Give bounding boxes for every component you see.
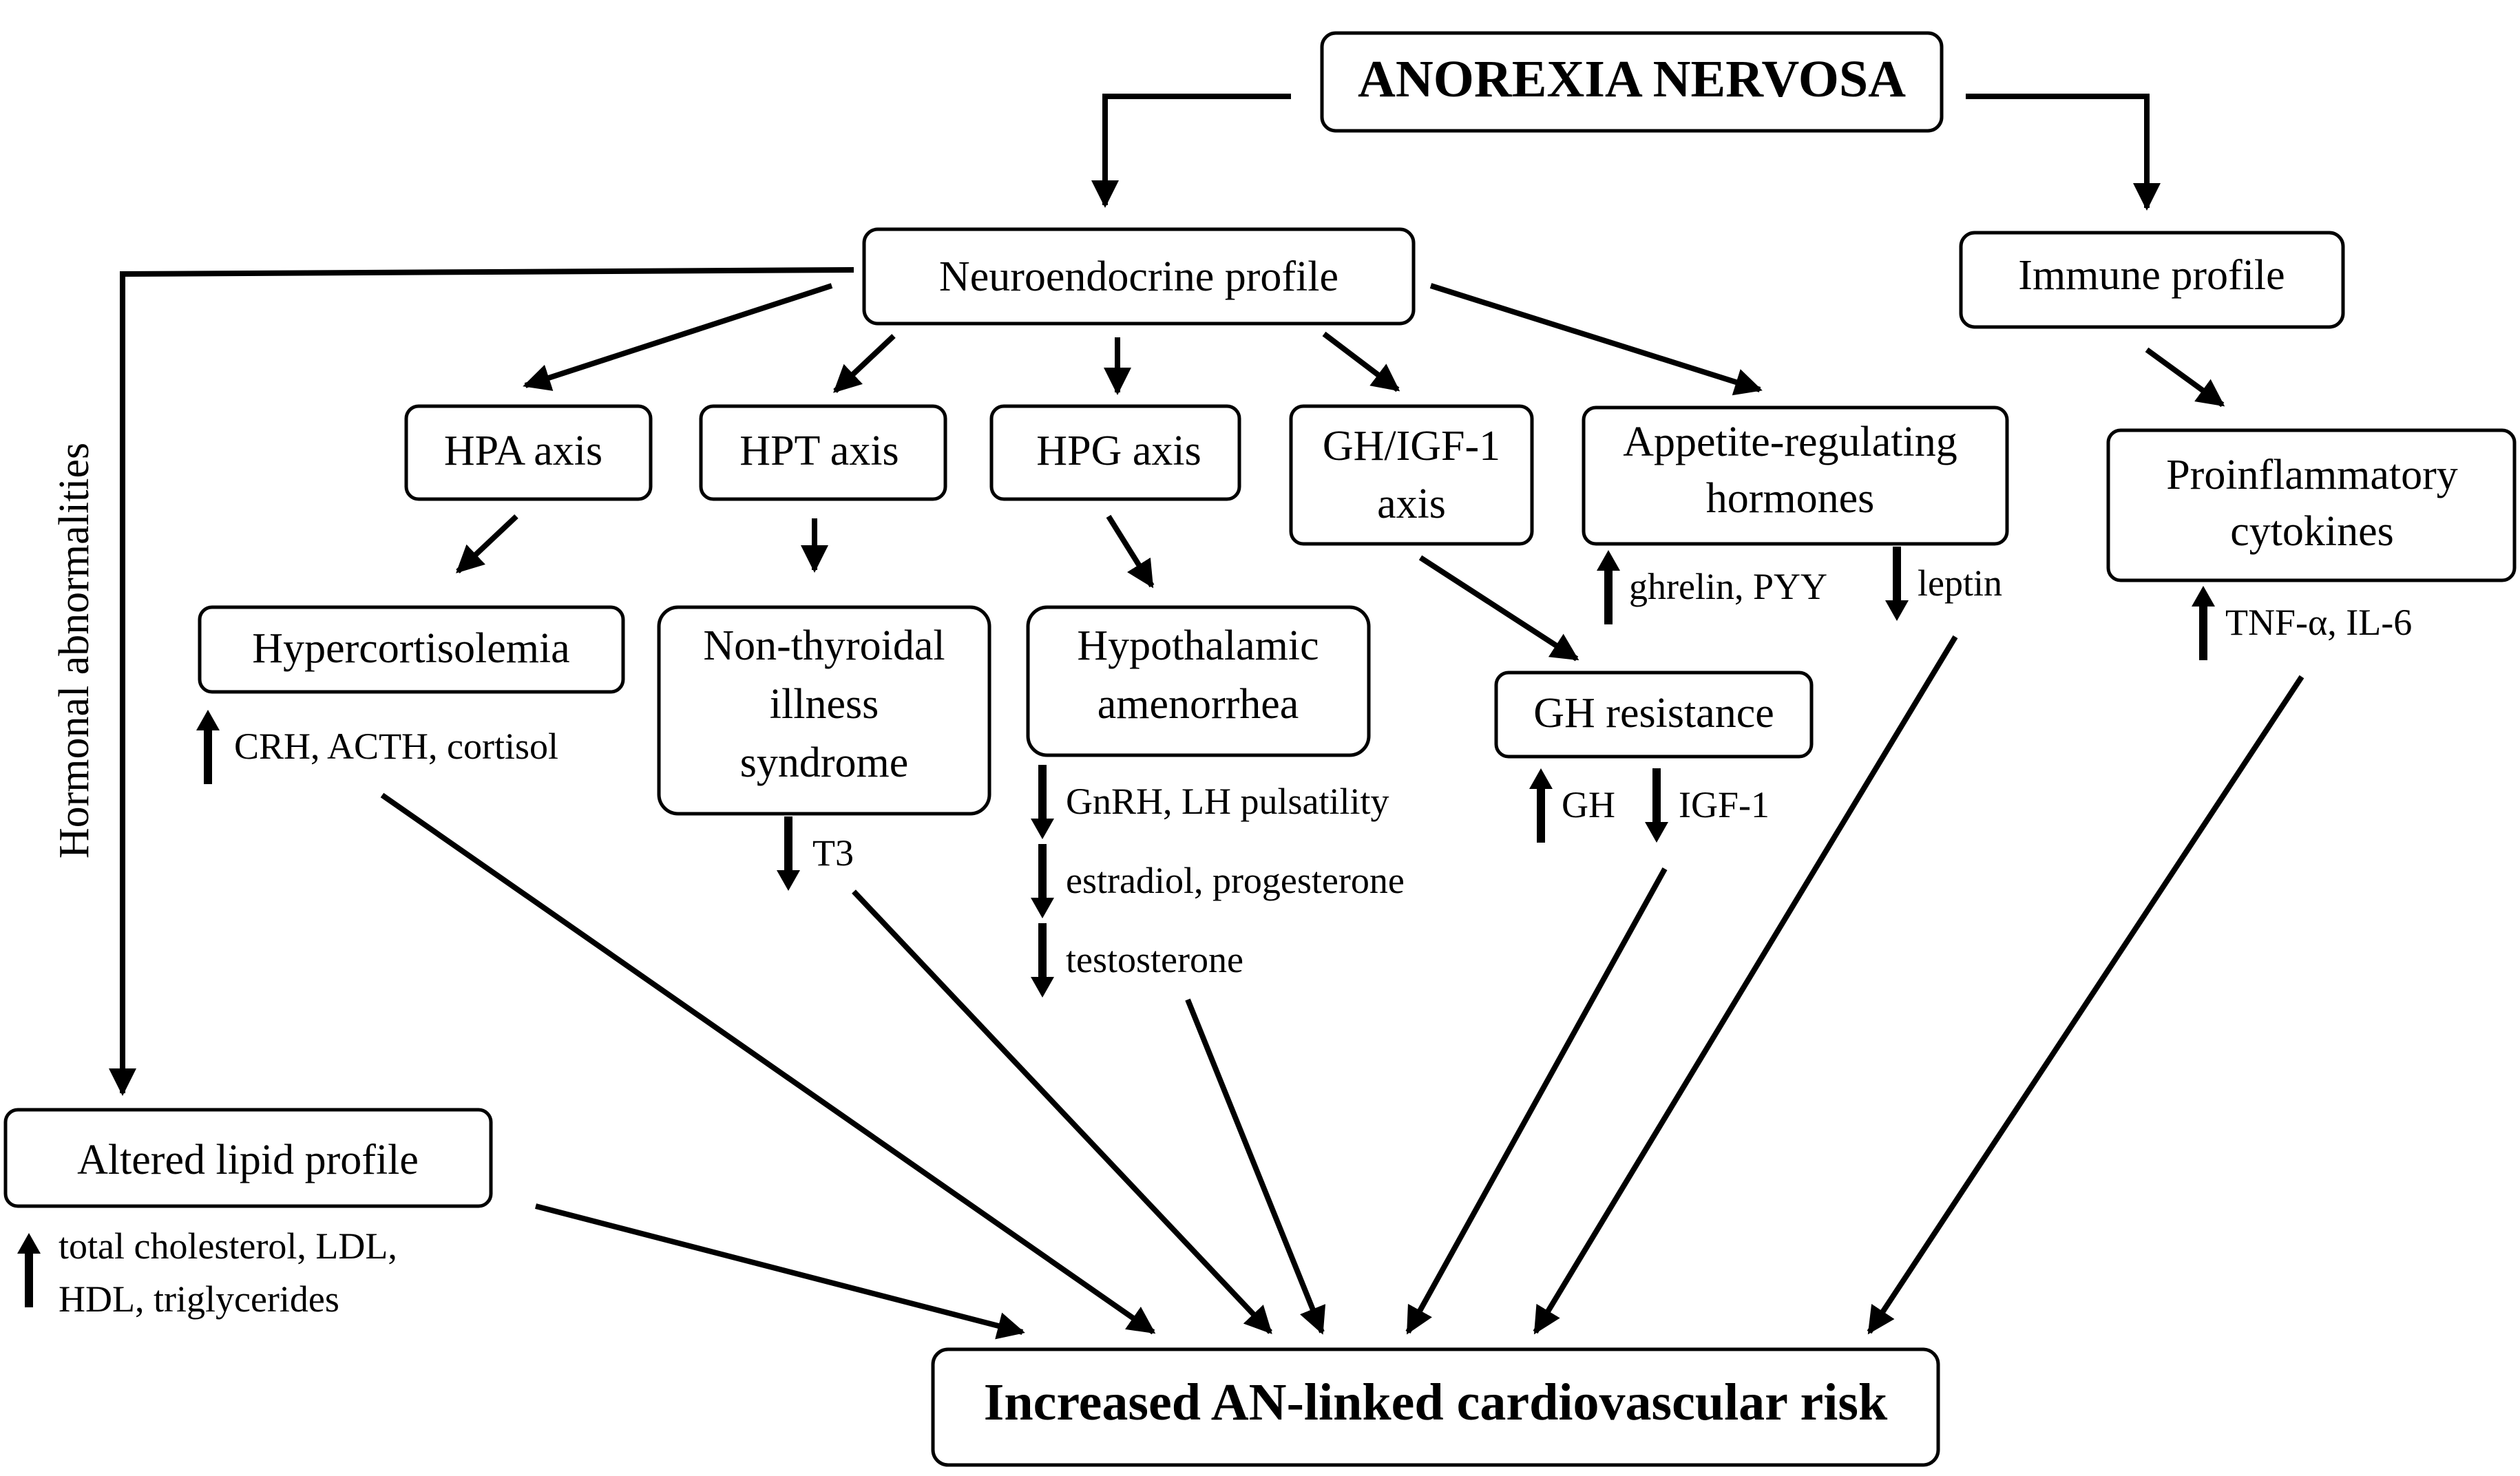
arrow-neuroendocrine-to-lipid (109, 267, 854, 1096)
hormonal-abnormalities-label: Hormonal abnormalities (51, 443, 98, 858)
cardiovascular-risk-label: Increased AN-linked cardiovascular risk (984, 1373, 1888, 1431)
hpg-markers-text-1: GnRH, LH pulsatility (1066, 781, 1389, 822)
arrow-immune-to-cytokines (2145, 347, 2225, 408)
arrow-hpa-to-hypercortisolemia (456, 514, 518, 573)
up-arrow-icon (196, 710, 220, 784)
proinflammatory-cytokines-box: Proinflammatory cytokines (2106, 428, 2517, 582)
arrow-gh-to-outcome (1405, 867, 1668, 1335)
neuroendocrine-profile-label: Neuroendocrine profile (939, 253, 1338, 300)
hypothalamic-label-2: amenorrhea (1098, 681, 1299, 728)
gh-resistance-box: GH resistance (1494, 671, 1814, 759)
appetite-markers: ghrelin, PYY leptin (1597, 547, 2002, 624)
gh-markers: GH IGF-1 (1529, 768, 1770, 843)
appetite-up-text: ghrelin, PYY (1629, 566, 1827, 607)
lipid-markers: total cholesterol, LDL, HDL, triglycerid… (17, 1225, 397, 1320)
lipid-markers-text-2: HDL, triglycerides (59, 1278, 339, 1320)
arrow-an-to-immune (1966, 94, 2161, 211)
hpg-axis-box: HPG axis (989, 404, 1241, 501)
hpg-markers: GnRH, LH pulsatility estradiol, progeste… (1031, 765, 1405, 998)
arrow-neuro-to-hpt (833, 334, 896, 393)
arrow-an-to-neuroendocrine (1091, 94, 1291, 208)
arrow-hpt-to-outcome (852, 889, 1272, 1334)
hpt-axis-label: HPT axis (739, 428, 899, 474)
hpt-markers-text: T3 (812, 832, 854, 874)
lipid-markers-text-1: total cholesterol, LDL, (59, 1225, 397, 1267)
anorexia-nervosa-title: ANOREXIA NERVOSA (1358, 50, 1906, 108)
appetite-hormones-label-2: hormones (1706, 475, 1875, 522)
hypercortisolemia-label: Hypercortisolemia (252, 625, 569, 672)
arrow-hpg-to-hypothalamic (1106, 514, 1155, 589)
arrow-lipid-to-outcome (534, 1203, 1025, 1340)
hpa-markers-text: CRH, ACTH, cortisol (234, 726, 558, 767)
up-arrow-icon (1529, 768, 1553, 843)
hpg-markers-text-3: testosterone (1066, 939, 1243, 980)
altered-lipid-profile-box: Altered lipid profile (3, 1108, 493, 1208)
immune-profile-box: Immune profile (1959, 231, 2345, 329)
cytokines-label-2: cytokines (2230, 508, 2394, 555)
down-arrow-icon (1885, 547, 1909, 621)
hypothalamic-amenorrhea-box: Hypothalamic amenorrhea (1026, 605, 1371, 757)
up-arrow-icon (17, 1233, 41, 1307)
hpt-markers: T3 (777, 816, 854, 891)
down-arrow-icon (1645, 768, 1668, 843)
arrow-hpa-to-outcome (380, 792, 1156, 1335)
gh-resistance-label: GH resistance (1533, 690, 1774, 737)
non-thyroidal-illness-box: Non-thyroidal illness syndrome (657, 605, 991, 816)
non-thyroidal-label-1: Non-thyroidal (703, 622, 945, 669)
non-thyroidal-label-2: illness (770, 681, 879, 728)
immune-profile-label: Immune profile (2018, 252, 2285, 299)
arrow-neuro-to-ghigf (1322, 331, 1400, 392)
hpa-axis-box: HPA axis (404, 404, 653, 501)
arrow-ghigf-to-ghresistance (1418, 555, 1579, 662)
altered-lipid-profile-label: Altered lipid profile (77, 1137, 419, 1183)
hpg-axis-label: HPG axis (1036, 428, 1201, 474)
arrow-neuro-to-hpa (523, 283, 833, 391)
arrow-appetite-to-outcome (1533, 635, 1958, 1335)
hpt-axis-box: HPT axis (699, 404, 947, 501)
gh-igf1-axis-label-2: axis (1377, 481, 1446, 527)
non-thyroidal-label-3: syndrome (740, 739, 909, 786)
gh-up-text: GH (1562, 784, 1615, 825)
appetite-hormones-box: Appetite-regulating hormones (1582, 405, 2009, 546)
arrow-cytokines-to-outcome (1867, 675, 2304, 1335)
down-arrow-icon (1031, 923, 1054, 998)
gh-igf1-axis-box: GH/IGF-1 axis (1289, 404, 1534, 546)
cytokine-markers-text: TNF-α, IL-6 (2225, 602, 2412, 643)
cardiovascular-risk-box: Increased AN-linked cardiovascular risk (931, 1347, 1940, 1467)
hpa-markers: CRH, ACTH, cortisol (196, 710, 558, 784)
hypercortisolemia-box: Hypercortisolemia (198, 605, 625, 694)
down-arrow-icon (1031, 765, 1054, 839)
cytokines-label-1: Proinflammatory (2166, 452, 2458, 498)
down-arrow-icon (1031, 844, 1054, 918)
up-arrow-icon (1597, 550, 1620, 624)
gh-down-text: IGF-1 (1679, 784, 1770, 825)
cytokine-markers: TNF-α, IL-6 (2192, 586, 2412, 660)
appetite-hormones-label-1: Appetite-regulating (1623, 419, 1957, 465)
hpa-axis-label: HPA axis (444, 428, 602, 474)
down-arrow-icon (777, 816, 800, 891)
appetite-down-text: leptin (1918, 562, 2002, 604)
gh-igf1-axis-label-1: GH/IGF-1 (1323, 423, 1500, 470)
up-arrow-icon (2192, 586, 2215, 660)
hypothalamic-label-1: Hypothalamic (1077, 622, 1319, 669)
neuroendocrine-profile-box: Neuroendocrine profile (862, 227, 1416, 326)
arrow-hpg-to-outcome (1185, 998, 1326, 1335)
connectors (109, 94, 2304, 1340)
hpg-markers-text-2: estradiol, progesterone (1066, 860, 1405, 901)
arrow-neuro-to-appetite (1429, 283, 1763, 396)
anorexia-nervosa-box: ANOREXIA NERVOSA (1320, 31, 1944, 133)
